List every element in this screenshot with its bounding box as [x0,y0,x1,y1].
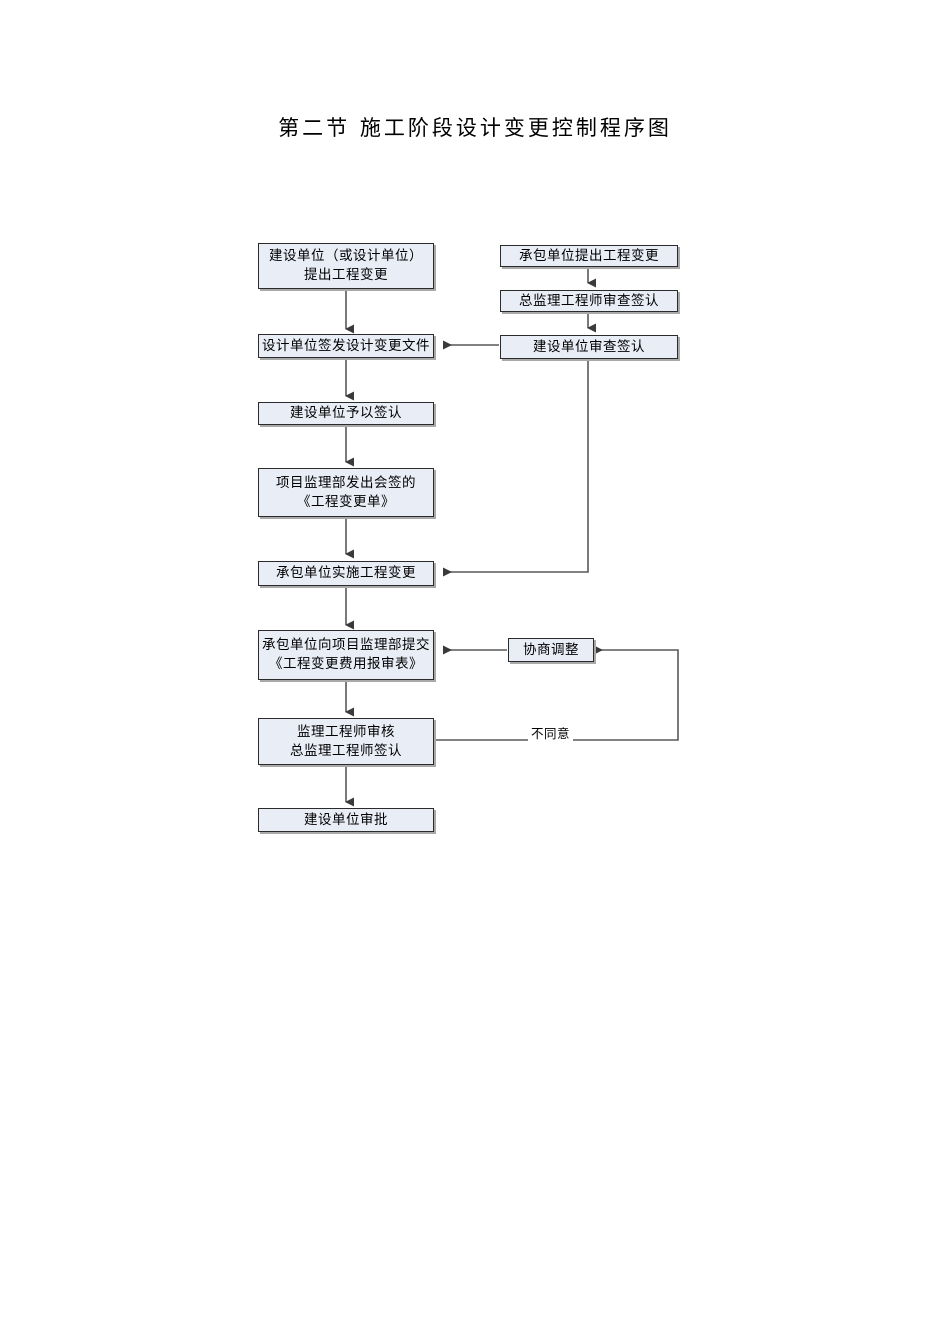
node-designer-issue[interactable]: 设计单位签发设计变更文件 [258,334,434,358]
node-owner-confirm[interactable]: 建设单位予以签认 [258,402,434,425]
node-contractor-initiate[interactable]: 承包单位提出工程变更 [500,245,678,267]
node-negotiate-adjust[interactable]: 协商调整 [508,638,594,662]
node-owner-approve[interactable]: 建设单位审批 [258,808,434,832]
node-contractor-execute[interactable]: 承包单位实施工程变更 [258,561,434,586]
edge-label-disagree: 不同意 [528,723,574,742]
connector-owner-review-to-contractor-execute [443,359,589,577]
node-engineer-audit[interactable]: 监理工程师审核 总监理工程师签认 [258,718,434,765]
node-owner-initiate[interactable]: 建设单位（或设计单位） 提出工程变更 [258,243,434,289]
node-supervision-issue[interactable]: 项目监理部发出会签的 《工程变更单》 [258,468,434,517]
page-title: 第二节 施工阶段设计变更控制程序图 [278,116,672,140]
node-contractor-submit[interactable]: 承包单位向项目监理部提交 《工程变更费用报审表》 [258,630,434,680]
node-owner-review[interactable]: 建设单位审查签认 [500,335,678,359]
node-chief-engineer-review[interactable]: 总监理工程师审查签认 [500,290,678,312]
